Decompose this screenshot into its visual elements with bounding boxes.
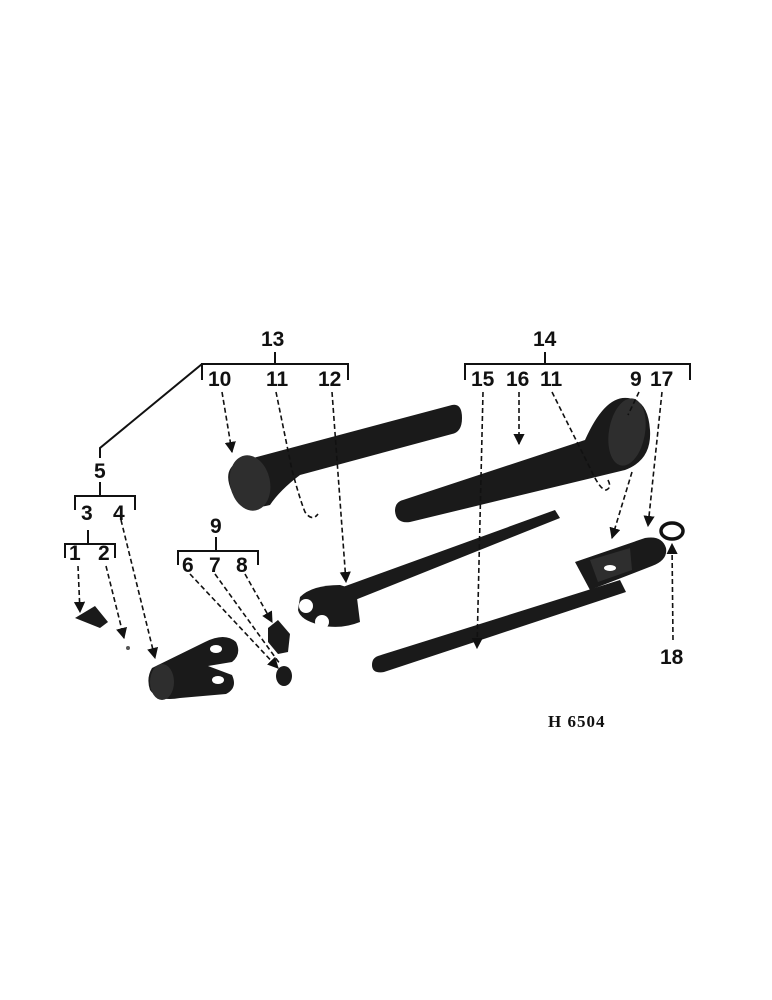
callout-9-group: 9 — [210, 515, 222, 538]
callout-17: 17 — [650, 368, 673, 391]
callout-5: 5 — [94, 460, 106, 483]
callout-9-part: 9 — [630, 368, 642, 391]
callout-13: 13 — [261, 328, 284, 351]
callout-7: 7 — [209, 554, 221, 577]
part-tube-yoke — [575, 537, 667, 590]
bracket-13 — [99, 352, 349, 458]
bracket-5 — [74, 482, 136, 510]
callout-18: 18 — [660, 646, 684, 669]
part-outer-tube — [372, 580, 626, 673]
leader-lines — [73, 391, 678, 669]
callout-2: 2 — [98, 542, 110, 565]
callout-11-right: 11 — [540, 368, 563, 391]
callout-12: 12 — [318, 368, 341, 391]
callout-6: 6 — [182, 554, 194, 577]
callout-8: 8 — [236, 554, 248, 577]
part-nut — [276, 666, 292, 686]
callout-11-left: 11 — [266, 368, 289, 391]
part-outer-shield-upper — [228, 404, 462, 511]
bracket-3 — [64, 530, 116, 558]
part-outer-shield-lower — [395, 397, 651, 523]
callout-3: 3 — [81, 502, 93, 525]
part-snap-ring — [659, 521, 685, 541]
callout-16: 16 — [506, 368, 529, 391]
part-inner-shaft — [298, 510, 560, 629]
callout-10: 10 — [208, 368, 231, 391]
figure-code: H 6504 — [548, 712, 605, 731]
callout-14: 14 — [533, 328, 557, 351]
callout-4: 4 — [113, 502, 125, 525]
part-yoke — [148, 637, 239, 700]
bracket-14 — [464, 352, 691, 380]
part-pin — [75, 606, 108, 628]
callout-1: 1 — [69, 542, 81, 565]
bracket-9 — [177, 537, 259, 565]
callout-15: 15 — [471, 368, 495, 391]
part-ball — [126, 646, 130, 650]
part-bolt — [268, 620, 290, 654]
